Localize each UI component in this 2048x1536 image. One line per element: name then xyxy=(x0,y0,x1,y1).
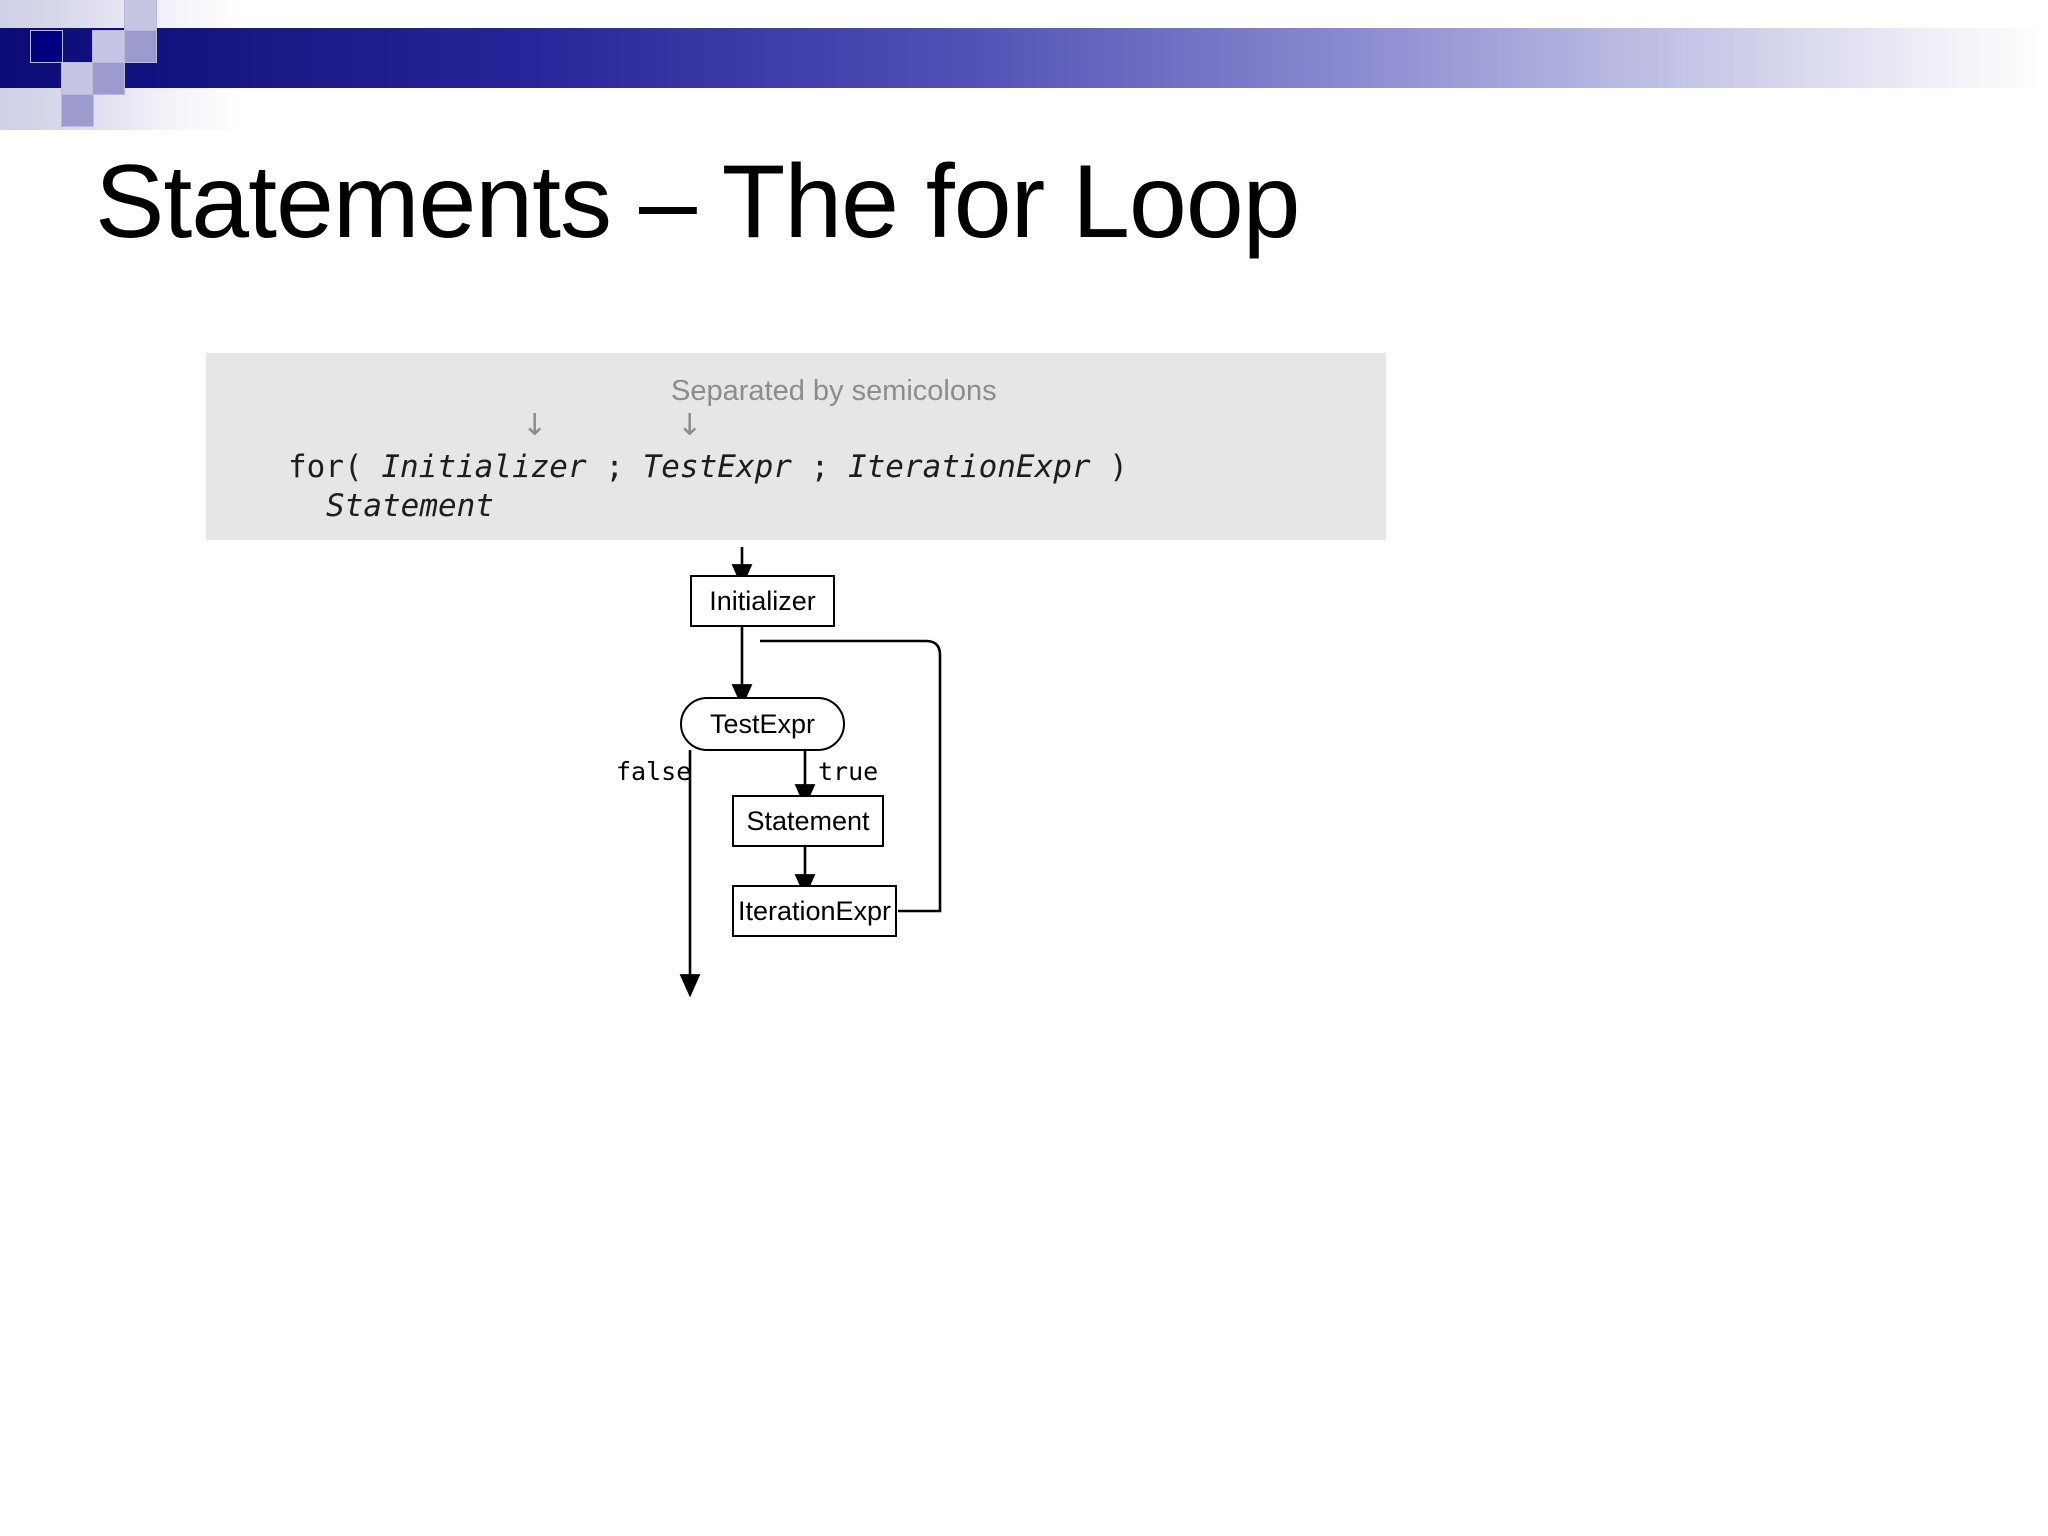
for-keyword: for( xyxy=(288,449,382,485)
banner-square-dark-navy xyxy=(30,30,63,63)
header-banner xyxy=(0,0,2048,130)
flow-node-testexpr: TestExpr xyxy=(680,697,845,751)
edge-iterationexpr-loopback-to-testexpr xyxy=(760,639,942,913)
syntax-code-panel: Separated by semicolons ↓ ↓ for( Initial… xyxy=(206,353,1386,540)
edge-label-true: true xyxy=(818,757,879,786)
slide-title: Statements – The for Loop xyxy=(95,144,1301,260)
flow-node-initializer: Initializer xyxy=(690,575,835,627)
edge-label-false: false xyxy=(616,757,692,786)
close-paren: ) xyxy=(1090,449,1128,485)
down-arrow-icon-semicolon-1: ↓ xyxy=(522,408,548,443)
flow-node-statement: Statement xyxy=(732,795,884,847)
banner-square-light-lower xyxy=(61,62,94,95)
separated-by-semicolons-label: Separated by semicolons xyxy=(671,375,997,407)
iteration-expr-placeholder: IterationExpr xyxy=(847,449,1091,485)
statement-body-line: Statement xyxy=(326,488,494,524)
flow-node-iterationexpr: IterationExpr xyxy=(732,885,897,937)
for-syntax-line: for( Initializer ; TestExpr ; IterationE… xyxy=(288,449,1128,485)
for-loop-flowchart: Initializer TestExpr Statement Iteration… xyxy=(590,545,1010,1005)
test-expr-placeholder: TestExpr xyxy=(642,449,792,485)
banner-gradient-bar xyxy=(0,28,2048,88)
banner-square-mid-lower xyxy=(92,62,125,95)
banner-square-mid-bottom xyxy=(61,94,94,127)
semicolon-separator-1: ; xyxy=(586,449,643,485)
flowchart-connectors xyxy=(679,547,942,998)
down-arrow-icon-semicolon-2: ↓ xyxy=(677,408,703,443)
banner-square-light-upper xyxy=(92,30,125,63)
banner-square-light-top xyxy=(124,0,157,31)
semicolon-separator-2: ; xyxy=(791,449,848,485)
initializer-placeholder: Initializer xyxy=(381,449,587,485)
banner-square-mid-upper-right xyxy=(124,30,157,63)
